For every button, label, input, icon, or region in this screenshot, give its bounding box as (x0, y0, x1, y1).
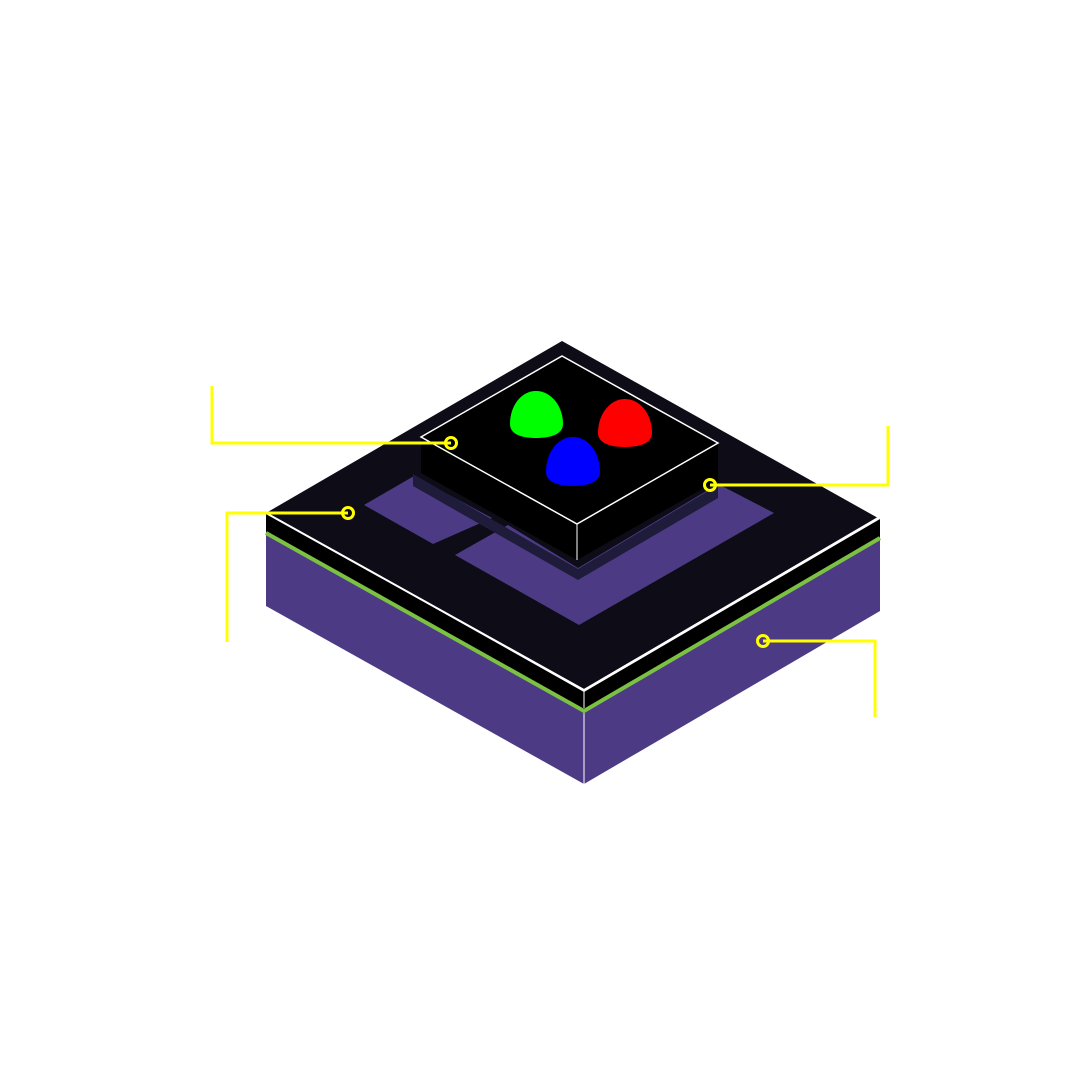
chip-left-face (421, 437, 577, 560)
chip-top-outline (419, 355, 720, 525)
blue-led (546, 437, 600, 486)
callout-substrate-right (756, 634, 877, 717)
callout-chip-top-left (210, 386, 458, 450)
callout-plate-left (225, 506, 355, 642)
green-led (510, 391, 563, 438)
callout-line (763, 639, 877, 717)
red-led (598, 399, 652, 447)
substrate-right-face (584, 523, 880, 784)
plate-edge-left (266, 513, 584, 710)
callout-marker (703, 478, 717, 492)
callout-line (710, 426, 890, 487)
callout-line (210, 386, 451, 445)
plate-edge-right (584, 519, 880, 710)
callout-marker (341, 506, 355, 520)
callout-marker (444, 436, 458, 450)
callout-chip-right (703, 426, 890, 492)
green-layer-line (265, 531, 882, 714)
contact-pad-left (364, 476, 492, 544)
top-plate-edge (265, 513, 882, 714)
callout-line (225, 511, 348, 642)
chip-right-face (577, 443, 718, 560)
leds (510, 391, 652, 486)
callouts (210, 386, 890, 717)
chip-shadow (413, 474, 718, 580)
substrate-block (266, 516, 880, 784)
substrate-left-face (266, 516, 584, 784)
callout-marker (756, 634, 770, 648)
